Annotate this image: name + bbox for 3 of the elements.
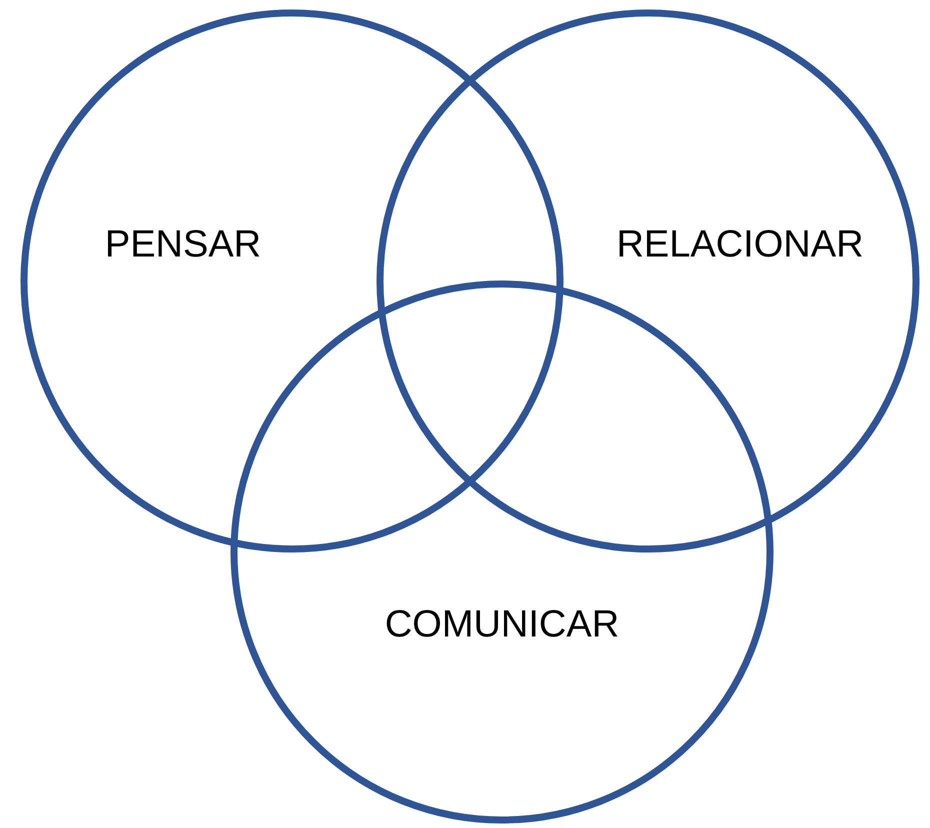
circle-label: COMUNICAR [384, 604, 620, 646]
circle-label: RELACIONAR [616, 224, 864, 266]
circle-label: PENSAR [104, 224, 262, 266]
